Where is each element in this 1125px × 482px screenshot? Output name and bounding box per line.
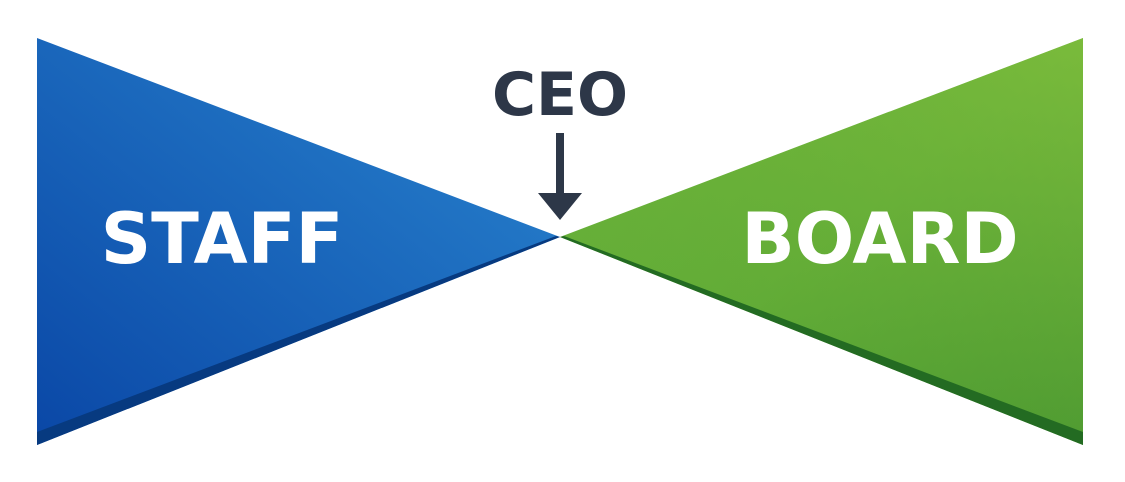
staff-triangle [37, 38, 560, 445]
staff-triangle-edge [37, 236, 560, 445]
staff-label: STAFF [101, 198, 344, 280]
down-arrow-icon [538, 133, 582, 220]
ceo-label: CEO [492, 60, 628, 130]
board-label: BOARD [741, 198, 1018, 280]
board-triangle-edge [560, 236, 1083, 445]
board-triangle [560, 38, 1083, 445]
